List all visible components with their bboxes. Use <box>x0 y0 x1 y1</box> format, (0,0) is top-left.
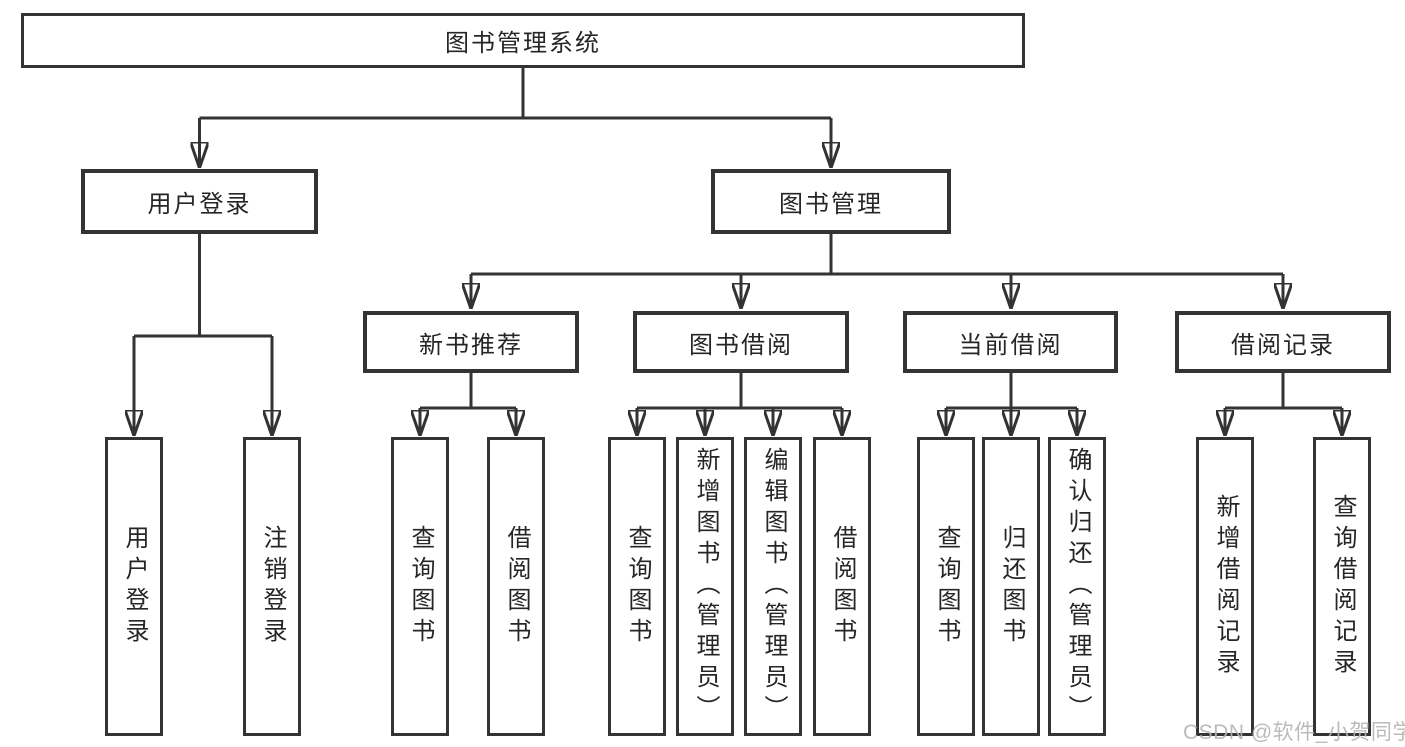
leaf-add-borrow-record-label: 新增借阅记录 <box>1212 493 1239 680</box>
node-new-book-recommend: 新书推荐 <box>363 311 579 373</box>
leaf-current-query-book: 查询图书 <box>917 437 975 736</box>
node-book-borrow: 图书借阅 <box>633 311 849 373</box>
leaf-borrow-query-book-label: 查询图书 <box>624 524 651 649</box>
leaf-add-book-admin: 新增图书（管理员） <box>676 437 734 736</box>
node-user-login: 用户登录 <box>81 169 318 234</box>
leaf-user-login-label: 用户登录 <box>121 524 148 649</box>
node-book-borrow-label: 图书借阅 <box>689 331 793 359</box>
leaf-logout: 注销登录 <box>243 437 301 736</box>
watermark: CSDN @软件_小贺同学 <box>1183 721 1405 744</box>
node-current-borrow-label: 当前借阅 <box>958 331 1063 359</box>
leaf-add-book-admin-label: 新增图书（管理员） <box>692 447 719 726</box>
leaf-borrow-query-book: 查询图书 <box>608 437 666 736</box>
node-user-login-label: 用户登录 <box>147 191 252 218</box>
leaf-confirm-return-admin: 确认归还（管理员） <box>1048 437 1106 736</box>
leaf-add-borrow-record: 新增借阅记录 <box>1196 437 1254 736</box>
leaf-logout-label: 注销登录 <box>259 524 286 649</box>
leaf-recommend-borrow-book: 借阅图书 <box>487 437 545 736</box>
leaf-confirm-return-admin-label: 确认归还（管理员） <box>1064 447 1091 726</box>
leaf-borrow-book: 借阅图书 <box>813 437 871 736</box>
node-new-book-recommend-label: 新书推荐 <box>419 331 523 359</box>
node-current-borrow: 当前借阅 <box>903 311 1118 373</box>
leaf-return-book-label: 归还图书 <box>998 524 1025 649</box>
leaf-query-borrow-record-label: 查询借阅记录 <box>1329 493 1356 680</box>
leaf-edit-book-admin: 编辑图书（管理员） <box>744 437 802 736</box>
node-book-management-label: 图书管理 <box>779 191 883 218</box>
leaf-current-query-book-label: 查询图书 <box>933 524 960 649</box>
node-root: 图书管理系统 <box>21 13 1025 68</box>
leaf-edit-book-admin-label: 编辑图书（管理员） <box>760 447 787 726</box>
leaf-recommend-borrow-book-label: 借阅图书 <box>503 524 530 649</box>
leaf-user-login: 用户登录 <box>105 437 163 736</box>
node-borrow-record-label: 借阅记录 <box>1231 331 1335 359</box>
leaf-query-borrow-record: 查询借阅记录 <box>1313 437 1371 736</box>
leaf-recommend-query-book-label: 查询图书 <box>407 524 434 649</box>
leaf-return-book: 归还图书 <box>982 437 1040 736</box>
leaf-borrow-book-label: 借阅图书 <box>829 524 856 649</box>
leaf-recommend-query-book: 查询图书 <box>391 437 449 736</box>
node-root-label: 图书管理系统 <box>445 30 601 57</box>
node-book-management: 图书管理 <box>711 169 951 234</box>
node-borrow-record: 借阅记录 <box>1175 311 1391 373</box>
